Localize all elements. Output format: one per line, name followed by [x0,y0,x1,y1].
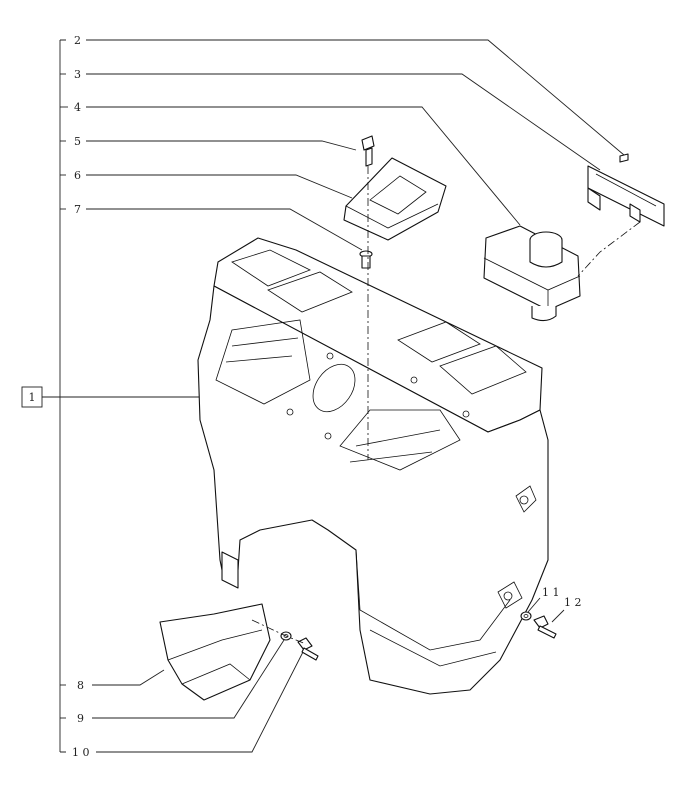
mounting-hole [324,432,332,440]
callout-5-label: 5 [74,135,81,148]
assembly-axis-cover [251,619,307,645]
callout-1-label: 1 [29,391,36,404]
callout-3-label: 3 [74,68,81,81]
callout-8: 8 [60,669,165,692]
mounting-hole [326,352,334,360]
callout-6-label: 6 [74,169,81,182]
leader-7 [86,208,363,251]
mounting-hole [410,376,418,384]
leader-12 [551,609,565,623]
mounting-hole [286,408,294,416]
callout-4: 4 [60,101,521,226]
assembly-axis-right [577,221,641,277]
housing-left-flap [221,551,239,589]
side-boss-upper [515,485,537,513]
callout-7: 7 [60,203,363,251]
part-10-bolt [297,637,319,661]
leader-10 [96,649,305,753]
callout-9: 9 [60,639,285,725]
leader-8 [92,669,165,686]
callout-3: 3 [60,68,601,171]
callout-10-label: 1 0 [72,746,90,759]
housing-body [197,285,549,695]
callout-7-label: 7 [74,203,81,216]
callout-2: 2 [60,34,625,156]
leader-3 [86,73,601,171]
leader-9 [92,639,285,719]
central-slot [312,363,356,413]
callout-12: 1 2 [551,596,582,623]
part-2-screw [619,153,629,163]
side-boss-lower [497,581,523,609]
leader-2 [86,39,625,156]
leader-11 [527,597,541,613]
part-7-screw [359,250,373,269]
mounting-hole [462,410,470,418]
callout-12-label: 1 2 [564,596,582,609]
leader-4 [86,106,521,226]
callout-6: 6 [60,169,353,199]
leader-5 [86,140,357,151]
part-6-cover-plate [343,157,447,241]
leader-6 [86,174,353,199]
part-11-washer [520,611,532,621]
part-8-cover [159,603,271,701]
callout-9-label: 9 [77,712,84,725]
callout-5: 5 [60,135,357,151]
part-4-lamp-unit [483,225,581,322]
callout-2-label: 2 [74,34,81,47]
callout-8-label: 8 [77,679,84,692]
main-housing [197,237,549,695]
part-5-screw [361,135,375,167]
callout-10: 1 0 [60,649,305,759]
callout-4-label: 4 [74,101,81,114]
callout-11: 1 1 [527,586,560,613]
part-12-bolt [533,615,557,639]
part-3-bracket [587,165,665,227]
callout-11-label: 1 1 [542,586,560,599]
